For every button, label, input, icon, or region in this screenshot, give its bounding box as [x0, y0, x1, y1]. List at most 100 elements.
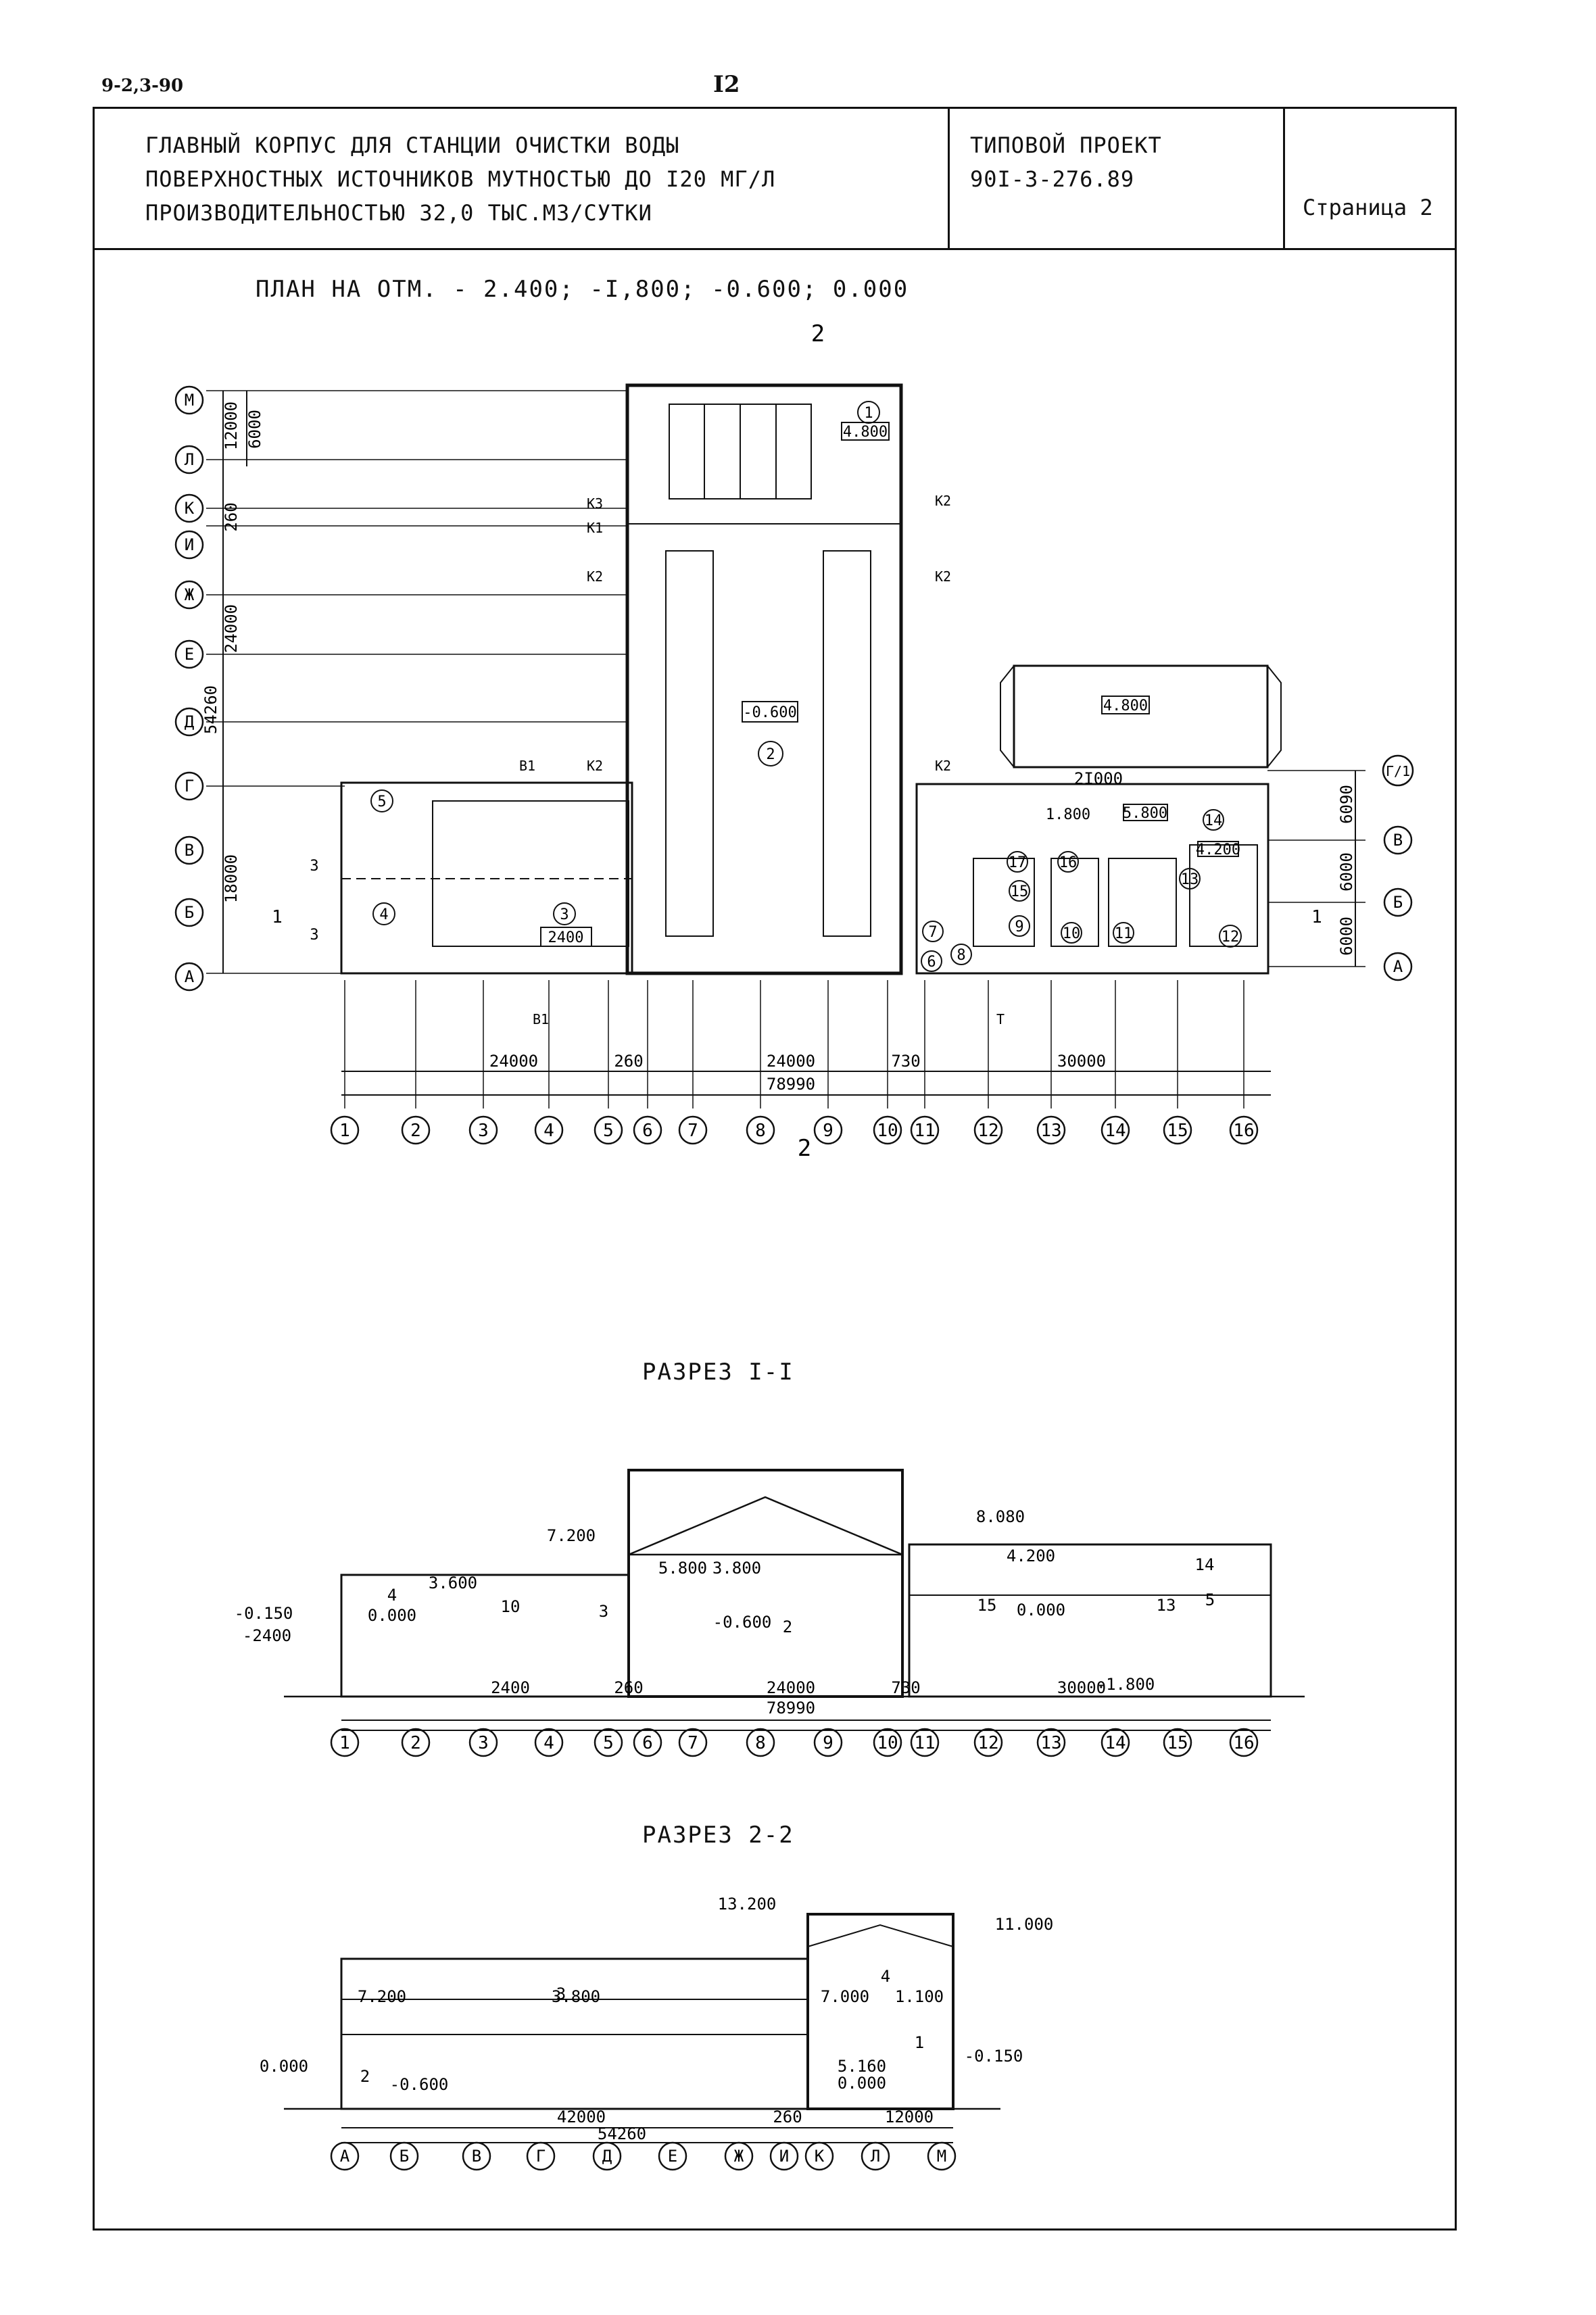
plan-cut-marks: 2 2 1 1 3 3 — [272, 320, 1322, 1162]
svg-text:12: 12 — [977, 1733, 998, 1753]
section1-elevations: 7.200 8.080 -0.150 -2400 0.000 3.600 4.2… — [235, 1507, 1215, 1717]
svg-text:4.800: 4.800 — [843, 424, 888, 441]
elevation-mark: -0.600 — [390, 2075, 449, 2094]
room-number-3: 3 — [553, 902, 576, 925]
svg-text:Л: Л — [185, 450, 194, 469]
svg-text:9: 9 — [823, 1733, 833, 1753]
pipe-mark: К1 — [587, 520, 603, 536]
axis-bubble-16: 16 — [1229, 1728, 1259, 1757]
svg-text:4.200: 4.200 — [1196, 842, 1240, 858]
axis-letter-i: И — [769, 2141, 799, 2171]
axis-bubble-14: 14 — [1101, 1728, 1130, 1757]
svg-text:8: 8 — [755, 1733, 766, 1753]
svg-text:16: 16 — [1233, 1733, 1254, 1753]
central-hall-outline — [625, 383, 903, 975]
elevation-mark: -0.600 — [742, 701, 798, 723]
dim-label: 54260 — [598, 2124, 646, 2143]
svg-text:5: 5 — [377, 794, 386, 810]
svg-text:8: 8 — [755, 1121, 766, 1141]
title-line: ПОВЕРХНОСТНЫХ ИСТОЧНИКОВ МУТНОСТЬЮ ДО I2… — [145, 166, 776, 192]
svg-text:3: 3 — [478, 1121, 489, 1141]
pipe-mark: К3 — [587, 495, 603, 512]
cut-mark-3: 3 — [310, 927, 318, 944]
room-number-6: 6 — [921, 950, 942, 972]
axis-bubble-16: 16 — [1229, 1115, 1259, 1145]
svg-text:8: 8 — [957, 947, 965, 964]
pipe-mark: К2 — [587, 568, 603, 585]
room-number-2: 2 — [360, 2067, 370, 2086]
room-number-13: 13 — [1157, 1596, 1176, 1615]
plan-title: ПЛАН НА ОТМ. - 2.400; -I,800; -0.600; 0.… — [256, 276, 909, 303]
dim-label: 78990 — [767, 1699, 815, 1717]
axis-letter-zh: Ж — [174, 580, 204, 610]
section1-central-block — [627, 1469, 904, 1698]
elevation-mark: 4.800 — [841, 422, 890, 441]
svg-text:10: 10 — [1063, 925, 1081, 942]
dim-label: 6000 — [1337, 917, 1356, 956]
elevation-mark: -0.150 — [965, 2047, 1023, 2066]
svg-text:4.800: 4.800 — [1103, 698, 1148, 714]
axis-bubble-11: 11 — [910, 1728, 940, 1757]
axis-letter-g: Г — [174, 771, 204, 801]
axis-bubble-13: 13 — [1036, 1115, 1066, 1145]
svg-text:7: 7 — [928, 924, 937, 941]
elevation-mark: 0.000 — [1017, 1601, 1065, 1619]
elevation-mark: 4.200 — [1196, 841, 1240, 858]
axis-letter-a: А — [330, 2141, 360, 2171]
room-number-16: 16 — [1057, 851, 1079, 873]
axis-bubble-3: 3 — [468, 1728, 498, 1757]
svg-text:13: 13 — [1040, 1733, 1061, 1753]
elevation-mark: 7.000 — [821, 1987, 869, 2006]
svg-text:9: 9 — [823, 1121, 833, 1141]
room-number-11: 11 — [1113, 922, 1134, 944]
dim-label: 2I000 — [1074, 769, 1123, 788]
elevation-mark: -2400 — [243, 1626, 291, 1645]
section-1-1 — [284, 1469, 1305, 1731]
pipe-mark: Т — [996, 1011, 1005, 1027]
room-number-3: 3 — [599, 1602, 608, 1621]
svg-text:М: М — [937, 2147, 946, 2166]
right-annex — [1013, 664, 1269, 769]
dim-label: 12000 — [885, 2107, 934, 2126]
svg-text:2: 2 — [410, 1733, 421, 1753]
cut-mark-2-top: 2 — [811, 320, 825, 347]
axis-bubble-4: 4 — [534, 1728, 564, 1757]
elevation-mark: 2400 — [540, 927, 592, 947]
project-type: ТИПОВОЙ ПРОЕКТ — [970, 132, 1162, 158]
section-2-title: РАЗРЕЗ 2-2 — [642, 1822, 794, 1849]
section1-axis-numbers: 1 2 3 4 5 6 7 8 9 10 11 12 13 14 15 16 — [330, 1728, 1259, 1757]
dim-label: 260 — [773, 2107, 802, 2126]
pipe-mark: К2 — [935, 758, 951, 774]
axis-bubble-12: 12 — [973, 1728, 1003, 1757]
axis-letter-g1: Г/1 — [1382, 754, 1414, 787]
svg-text:К: К — [815, 2147, 825, 2166]
axis-bubble-1: 1 — [330, 1728, 360, 1757]
svg-text:А: А — [1393, 957, 1403, 976]
axis-letter-b: Б — [174, 898, 204, 927]
dim-label: 24000 — [489, 1052, 538, 1071]
svg-text:15: 15 — [1011, 883, 1029, 900]
axis-bubble-9: 9 — [813, 1115, 843, 1145]
svg-text:Г/1: Г/1 — [1386, 763, 1410, 779]
svg-text:5: 5 — [603, 1121, 614, 1141]
cut-mark-1: 1 — [1311, 907, 1322, 927]
elevation-mark: 0.000 — [368, 1606, 416, 1625]
title-block: ГЛАВНЫЙ КОРПУС ДЛЯ СТАНЦИИ ОЧИСТКИ ВОДЫ … — [93, 107, 1457, 250]
axis-letter-v: В — [174, 835, 204, 865]
axis-bubble-8: 8 — [746, 1115, 775, 1145]
floor-plan — [206, 383, 1365, 1108]
dim-label: 260 — [614, 1052, 643, 1071]
dim-label: 260 — [614, 1678, 643, 1697]
room-number-4: 4 — [881, 1967, 890, 1986]
svg-text:Б: Б — [185, 903, 194, 922]
svg-text:М: М — [185, 391, 194, 410]
svg-text:14: 14 — [1205, 812, 1223, 829]
room-number-2: 2 — [783, 1617, 792, 1636]
svg-text:Д: Д — [602, 2147, 612, 2166]
axis-letter-b-right: Б — [1383, 887, 1413, 917]
svg-text:Е: Е — [668, 2147, 677, 2166]
plan-right-letters: Г/1 В Б А — [1382, 754, 1414, 981]
axis-bubble-3: 3 — [468, 1115, 498, 1145]
elevation-mark: -0.150 — [235, 1604, 293, 1623]
elevation-mark: 5.800 — [658, 1559, 707, 1578]
